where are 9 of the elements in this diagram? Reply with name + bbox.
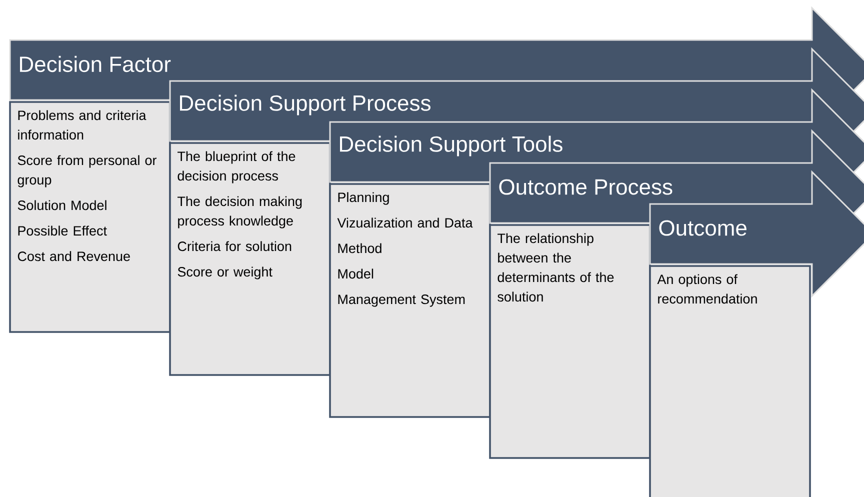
node-label: Decision Support Process — [180, 94, 430, 116]
text-panel: An options of recommendation — [649, 265, 811, 497]
node-label: Decision Support Tools — [340, 136, 562, 156]
text-panel: The relationship between the determinants of the solution — [489, 224, 651, 459]
text-panel: Planning Vizualization and Data Method Model Management System — [329, 183, 491, 418]
node-label: Decision Factor — [20, 56, 171, 72]
node-label: Outcome — [659, 220, 746, 236]
text-panel: The blueprint of the decision process The decision making process knowledge Criteria for solution Score or weight — [169, 142, 331, 376]
text-panel: Problems and criteria information Score from personal or group Solution Model Possible Effect Cost and Revenue — [9, 101, 171, 333]
